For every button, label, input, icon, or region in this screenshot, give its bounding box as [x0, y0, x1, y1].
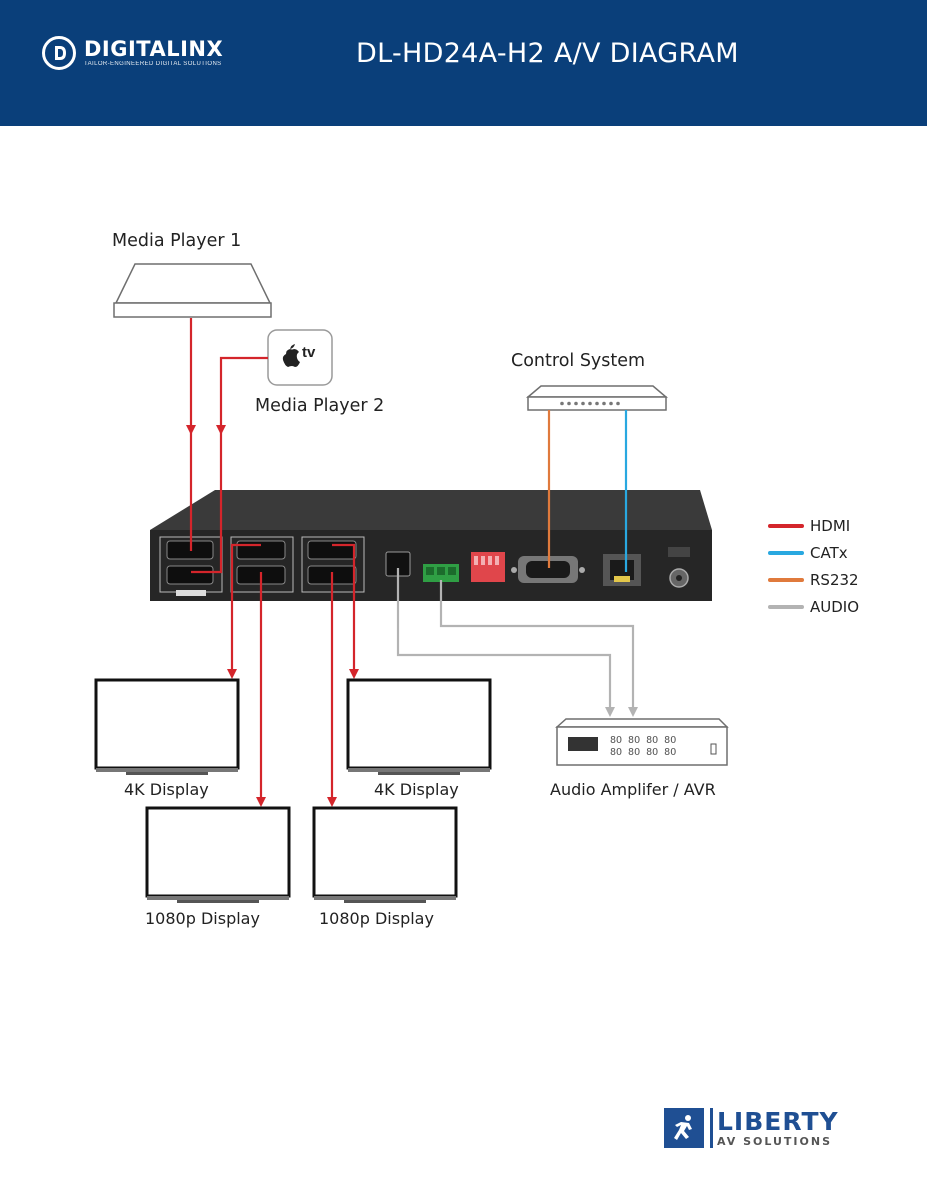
legend-label: CATx: [810, 543, 848, 562]
hdmi-cables: [186, 318, 359, 807]
display-4k-left: [94, 678, 240, 775]
control-system-label: Control System: [511, 351, 646, 371]
liberty-logo: LIBERTY AV SOLUTIONS: [664, 1108, 839, 1148]
digitalinx-logo: DIGITALINX TAILOR-ENGINEERED DIGITAL SOL…: [42, 36, 223, 70]
display-4k-right: [346, 678, 492, 775]
audio-amplifier-label: Audio Amplifer / AVR: [550, 780, 716, 799]
legend-label: HDMI: [810, 516, 851, 535]
svg-text:8O 8O 8O 8O: 8O 8O 8O 8O: [610, 735, 676, 746]
audio-cables: [396, 568, 638, 717]
brand-tagline: TAILOR-ENGINEERED DIGITAL SOLUTIONS: [84, 61, 222, 67]
header-bar: DIGITALINX TAILOR-ENGINEERED DIGITAL SOL…: [0, 0, 927, 126]
liberty-runner-icon: [664, 1108, 704, 1148]
switcher-device: [150, 490, 712, 601]
legend-label: RS232: [810, 570, 859, 589]
media-player-1-device: [113, 263, 272, 318]
digitalinx-logo-icon: [42, 36, 76, 70]
page-title: DL-HD24A-H2 A/V DIAGRAM: [356, 38, 739, 69]
legend: HDMI CATx RS232 AUDIO: [768, 512, 859, 620]
legend-swatch: [768, 550, 804, 555]
display-1080-right-label: 1080p Display: [319, 909, 434, 928]
legend-item-hdmi: HDMI: [768, 512, 859, 539]
legend-label: AUDIO: [810, 597, 860, 616]
brand-name: DIGITALINX: [84, 37, 224, 61]
legend-swatch: [768, 523, 804, 528]
media-player-1-label: Media Player 1: [112, 231, 242, 251]
legend-item-audio: AUDIO: [768, 593, 859, 620]
control-system-device: [525, 385, 669, 411]
apple-logo-icon: [282, 344, 300, 367]
liberty-divider: [710, 1108, 713, 1148]
media-player-2-device: [267, 329, 333, 386]
audio-amplifier-device: 8O 8O 8O 8O 8O 8O 8O 8O: [555, 718, 729, 766]
liberty-sub: AV SOLUTIONS: [717, 1134, 833, 1148]
legend-item-rs232: RS232: [768, 566, 859, 593]
legend-item-catx: CATx: [768, 539, 859, 566]
legend-swatch: [768, 604, 804, 609]
svg-text:8O 8O 8O 8O: 8O 8O 8O 8O: [610, 747, 676, 758]
display-4k-right-label: 4K Display: [374, 780, 459, 799]
display-1080-left-label: 1080p Display: [145, 909, 260, 928]
apple-tv-badge: tv: [302, 344, 316, 361]
display-1080-left: [145, 806, 291, 903]
legend-swatch: [768, 577, 804, 582]
liberty-brand: LIBERTY: [717, 1106, 839, 1136]
display-1080-right: [312, 806, 458, 903]
media-player-2-label: Media Player 2: [255, 396, 385, 416]
display-4k-left-label: 4K Display: [124, 780, 209, 799]
